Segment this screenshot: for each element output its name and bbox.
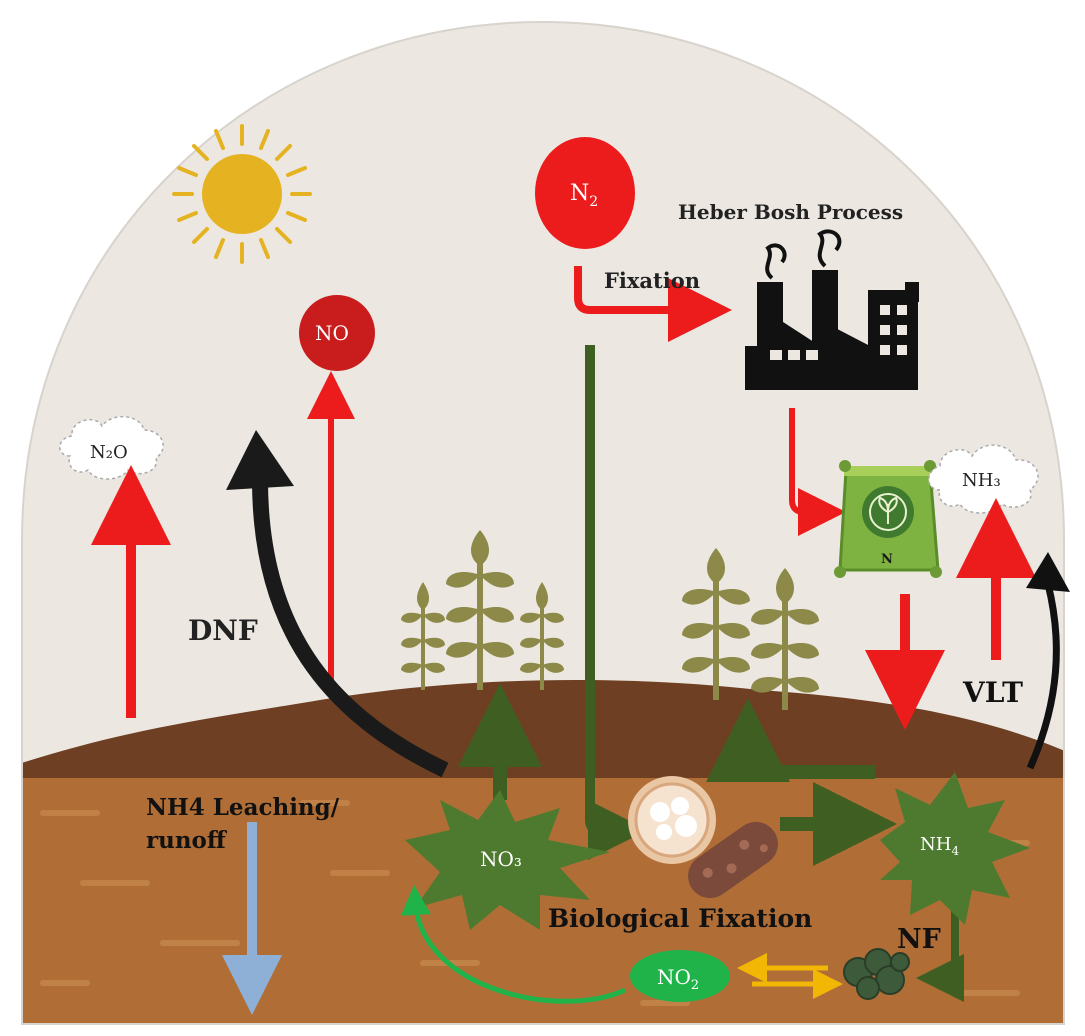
nh3-label: NH₃ [962,470,1001,491]
fertilizer-bag-icon [834,460,942,578]
vlt-black-arrow [1026,583,1060,770]
nf-label: NF [897,924,941,955]
fertilizer-mark: N [881,552,893,567]
n2-circle [535,137,635,249]
sun-icon [172,124,312,264]
nh3-cloud [928,444,1039,514]
dnf-arrowhead [226,430,294,490]
n2-label: N2 [570,181,598,210]
dome-outline [21,20,1065,1025]
organic-matter-icon [628,776,716,864]
no3-label: NO₃ [480,847,522,871]
n2-to-soil-green-arrow [585,345,648,860]
fixation-label: Fixation [604,268,700,293]
bacteria-rod-icon [688,821,778,899]
process-title: Heber Bosh Process [678,200,903,224]
n2o-label: N₂O [90,442,128,463]
no2-label: NO2 [657,965,699,993]
dnf-label: DNF [188,614,258,647]
nh4-star-shape [880,772,1030,925]
biological-fixation-label: Biological Fixation [548,904,812,933]
nh4-label: NH4 [920,834,959,858]
leaching-label-line2: runoff [146,827,228,854]
vlt-arrowhead [1026,552,1070,592]
fixation-arrow [574,266,732,342]
no2-to-no3-arrow [400,885,627,1004]
n2o-cloud [59,416,164,480]
factory-to-fertilizer-arrow [789,408,846,536]
nitrifying-bacteria-icon [843,948,910,1000]
soil-texture [40,800,1030,1006]
dnf-black-arrow [252,479,449,778]
no-circle [299,295,375,371]
no3-star-shape [405,790,610,930]
plants-left [401,530,564,690]
nh4-uptake-arrow [706,698,875,782]
plants-right [682,548,819,710]
no2-ellipse [630,950,730,1002]
vlt-label: VLT [962,676,1023,709]
no-label: NO [315,321,349,345]
nh4-to-bacteria-arrow [916,900,964,1002]
factory-icon [745,229,919,390]
leaching-label-line1: NH4 Leaching/ [146,794,340,821]
